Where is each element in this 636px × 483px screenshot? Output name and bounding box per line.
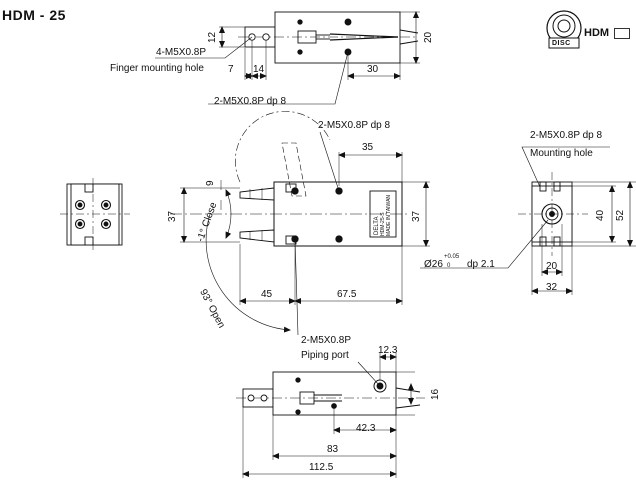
dim-83: 83 xyxy=(327,444,339,455)
dim-40: 40 xyxy=(595,209,606,221)
front-view xyxy=(170,111,430,336)
dim-30: 30 xyxy=(367,64,379,75)
callout-finger-holes-note: Finger mounting hole xyxy=(110,63,204,74)
dim-42-3: 42.3 xyxy=(356,423,376,434)
callout-piping-port: 2-M5X0.8P xyxy=(301,335,352,346)
bore-diameter: Ø26 xyxy=(424,259,443,270)
bore-tolerance-lower: 0 xyxy=(447,263,451,269)
brand-swatch xyxy=(614,28,630,39)
callout-front-ports: 2-M5X0.8P dp 8 xyxy=(318,120,391,131)
dim-37-left: 37 xyxy=(167,210,178,222)
dim-12-3: 12.3 xyxy=(378,345,398,356)
callout-mounting-holes: 2-M5X0.8P dp 8 xyxy=(530,130,603,141)
dim-67-5: 67.5 xyxy=(337,289,357,300)
dim-32: 32 xyxy=(546,282,558,293)
dim-12: 12 xyxy=(207,31,218,43)
label-plate-line-3: MADE IN TAIWAN xyxy=(386,194,392,236)
callout-finger-holes: 4-M5X0.8P xyxy=(156,47,207,58)
dim-20-right: 20 xyxy=(546,261,558,272)
right-view xyxy=(420,146,636,295)
callout-top-ports: 2-M5X0.8P dp 8 xyxy=(214,96,287,107)
dim-52: 52 xyxy=(615,209,626,221)
dim-37-right: 37 xyxy=(411,210,422,222)
dim-112-5: 112.5 xyxy=(309,462,334,473)
bore-tolerance-upper: +0.05 xyxy=(444,254,460,260)
dim-7: 7 xyxy=(228,64,234,75)
rotary-gripper-symbol-icon xyxy=(546,10,582,49)
drawing-title: HDM - 25 xyxy=(2,7,66,23)
brand-label: HDM xyxy=(584,27,610,39)
bore-depth: dp 2.1 xyxy=(467,259,495,270)
callout-piping-port-note: Piping port xyxy=(301,350,349,361)
side-view-left xyxy=(60,178,130,250)
dim-20: 20 xyxy=(423,31,434,43)
dim-45: 45 xyxy=(261,289,273,300)
dim-14: 14 xyxy=(253,64,265,75)
callout-mounting-holes-note: Mounting hole xyxy=(530,148,593,159)
badge-symbol-text: DISC xyxy=(552,40,571,47)
top-view xyxy=(155,11,420,105)
dim-16: 16 xyxy=(430,388,441,400)
bottom-view xyxy=(236,353,425,478)
dim-35: 35 xyxy=(362,142,374,153)
dim-9: 9 xyxy=(205,180,216,186)
